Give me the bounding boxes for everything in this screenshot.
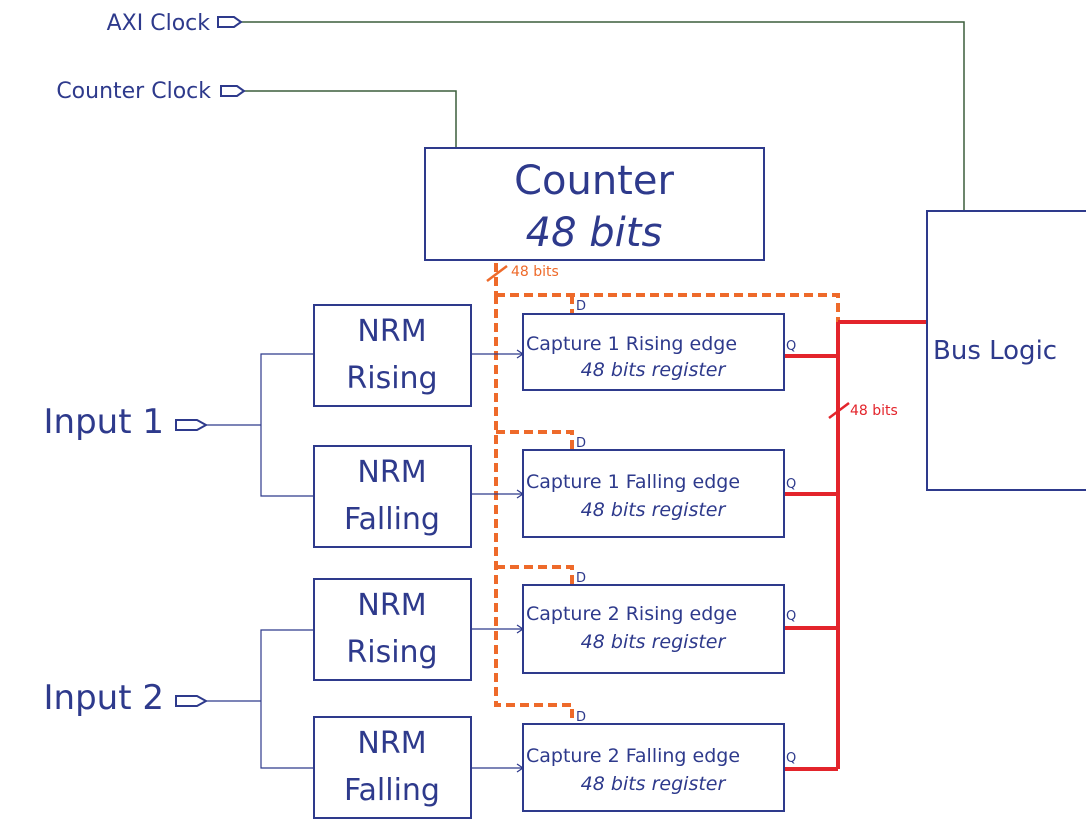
capture-register-2: Capture 1 Falling edge 48 bits register … — [522, 436, 796, 538]
capture-register-4: Capture 2 Falling edge 48 bits register … — [522, 710, 796, 812]
output-bus-width-tick — [828, 402, 850, 419]
nrm-block-3-line2: Rising — [346, 635, 437, 670]
nrm-block-4-line2: Falling — [344, 773, 440, 808]
capture-register-3-d-pin: D — [576, 571, 586, 586]
bus-logic-block: Bus Logic — [926, 210, 1086, 491]
nrm-block-4: NRM Falling — [313, 716, 472, 819]
axi-clock-wire — [241, 21, 965, 211]
capture-register-3-subtitle: 48 bits register — [581, 631, 727, 653]
bus-logic-label: Bus Logic — [933, 336, 1057, 366]
clock-wires — [241, 21, 965, 211]
capture-register-2-d-pin: D — [576, 436, 586, 451]
input2-port-icon — [175, 695, 209, 707]
input-wires — [206, 353, 314, 769]
capture-register-3-q-pin: Q — [786, 609, 796, 624]
input2-label: Input 2 — [44, 678, 164, 718]
capture-register-1: Capture 1 Rising edge 48 bits register D… — [522, 299, 796, 391]
capture-register-4-d-pin: D — [576, 710, 586, 725]
counter-bus-width-label: 48 bits — [511, 264, 559, 280]
nrm-block-3: NRM Rising — [313, 578, 472, 681]
capture-register-4-title: Capture 2 Falling edge — [526, 745, 740, 767]
axi-clock-port-icon — [217, 16, 243, 28]
nrm-block-4-line1: NRM — [357, 726, 426, 761]
capture-register-1-subtitle: 48 bits register — [581, 359, 727, 381]
capture-register-4-subtitle: 48 bits register — [581, 773, 727, 795]
input1-port-icon — [175, 419, 209, 431]
counter-width: 48 bits — [526, 210, 663, 256]
output-bus-width-label: 48 bits — [850, 403, 898, 419]
counter-bus — [494, 263, 840, 724]
port-symbols — [175, 16, 246, 707]
nrm-block-1-line1: NRM — [357, 314, 426, 349]
nrm-block-1-line2: Rising — [346, 361, 437, 396]
nrm-block-3-line1: NRM — [357, 588, 426, 623]
capture-register-1-d-pin: D — [576, 299, 586, 314]
counter-bus-width-tick — [486, 265, 508, 282]
capture-register-3-title: Capture 2 Rising edge — [526, 603, 737, 625]
capture-register-3: Capture 2 Rising edge 48 bits register D… — [522, 571, 796, 674]
nrm-block-1: NRM Rising — [313, 304, 472, 407]
counter-clock-label: Counter Clock — [56, 79, 211, 104]
nrm-block-2: NRM Falling — [313, 445, 472, 548]
axi-clock-label: AXI Clock — [107, 11, 211, 36]
capture-register-4-q-pin: Q — [786, 751, 796, 766]
counter-clock-wire — [244, 90, 457, 148]
capture-register-1-title: Capture 1 Rising edge — [526, 333, 737, 355]
input1-label: Input 1 — [44, 402, 164, 442]
capture-register-2-subtitle: 48 bits register — [581, 499, 727, 521]
counter-block: Counter 48 bits — [424, 147, 765, 261]
capture-register-2-title: Capture 1 Falling edge — [526, 471, 740, 493]
capture-register-1-q-pin: Q — [786, 339, 796, 354]
counter-clock-port-icon — [220, 85, 246, 97]
nrm-block-2-line1: NRM — [357, 455, 426, 490]
nrm-block-2-line2: Falling — [344, 502, 440, 537]
output-bus — [784, 320, 927, 771]
capture-register-2-q-pin: Q — [786, 477, 796, 492]
counter-title: Counter — [514, 158, 674, 204]
